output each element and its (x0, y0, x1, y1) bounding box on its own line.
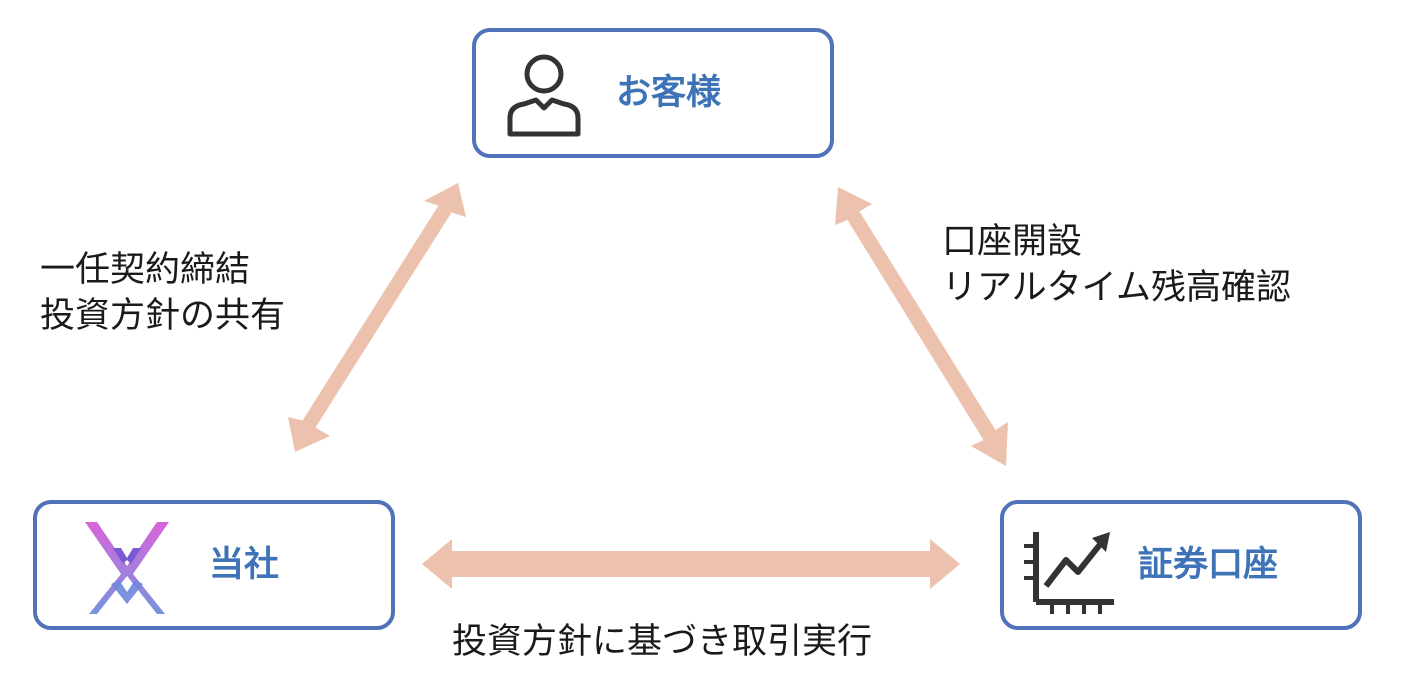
edge-label-line: 投資方針に基づき取引実行 (452, 622, 873, 662)
edge-label-line: リアルタイム残高確認 (942, 267, 1291, 308)
arrow-company-customer (288, 183, 466, 452)
customer-node: お客様 (472, 28, 834, 158)
company-label: 当社 (209, 545, 280, 585)
customer-label: お客様 (616, 73, 722, 113)
edge-label-company-securities: 投資方針に基づき取引実行 (452, 620, 872, 666)
edge-label-line: 一任契約締結 (40, 250, 251, 290)
chart-trend-icon (1024, 532, 1114, 614)
arrow-company-securities (422, 539, 960, 589)
securities-label: 証券口座 (1138, 545, 1279, 585)
person-icon (507, 54, 581, 137)
edge-label-line: 投資方針の共有 (40, 295, 286, 336)
edge-label-customer-securities: 口座開設 リアルタイム残高確認 (942, 220, 1291, 311)
company-node: 当社 (33, 500, 395, 630)
edge-label-line: 口座開設 (942, 222, 1083, 262)
edge-label-company-customer: 一任契約締結 投資方針の共有 (40, 248, 285, 339)
securities-node: 証券口座 (1000, 500, 1362, 630)
arrow-customer-securities (835, 187, 1008, 466)
company-logo-icon (85, 522, 169, 614)
